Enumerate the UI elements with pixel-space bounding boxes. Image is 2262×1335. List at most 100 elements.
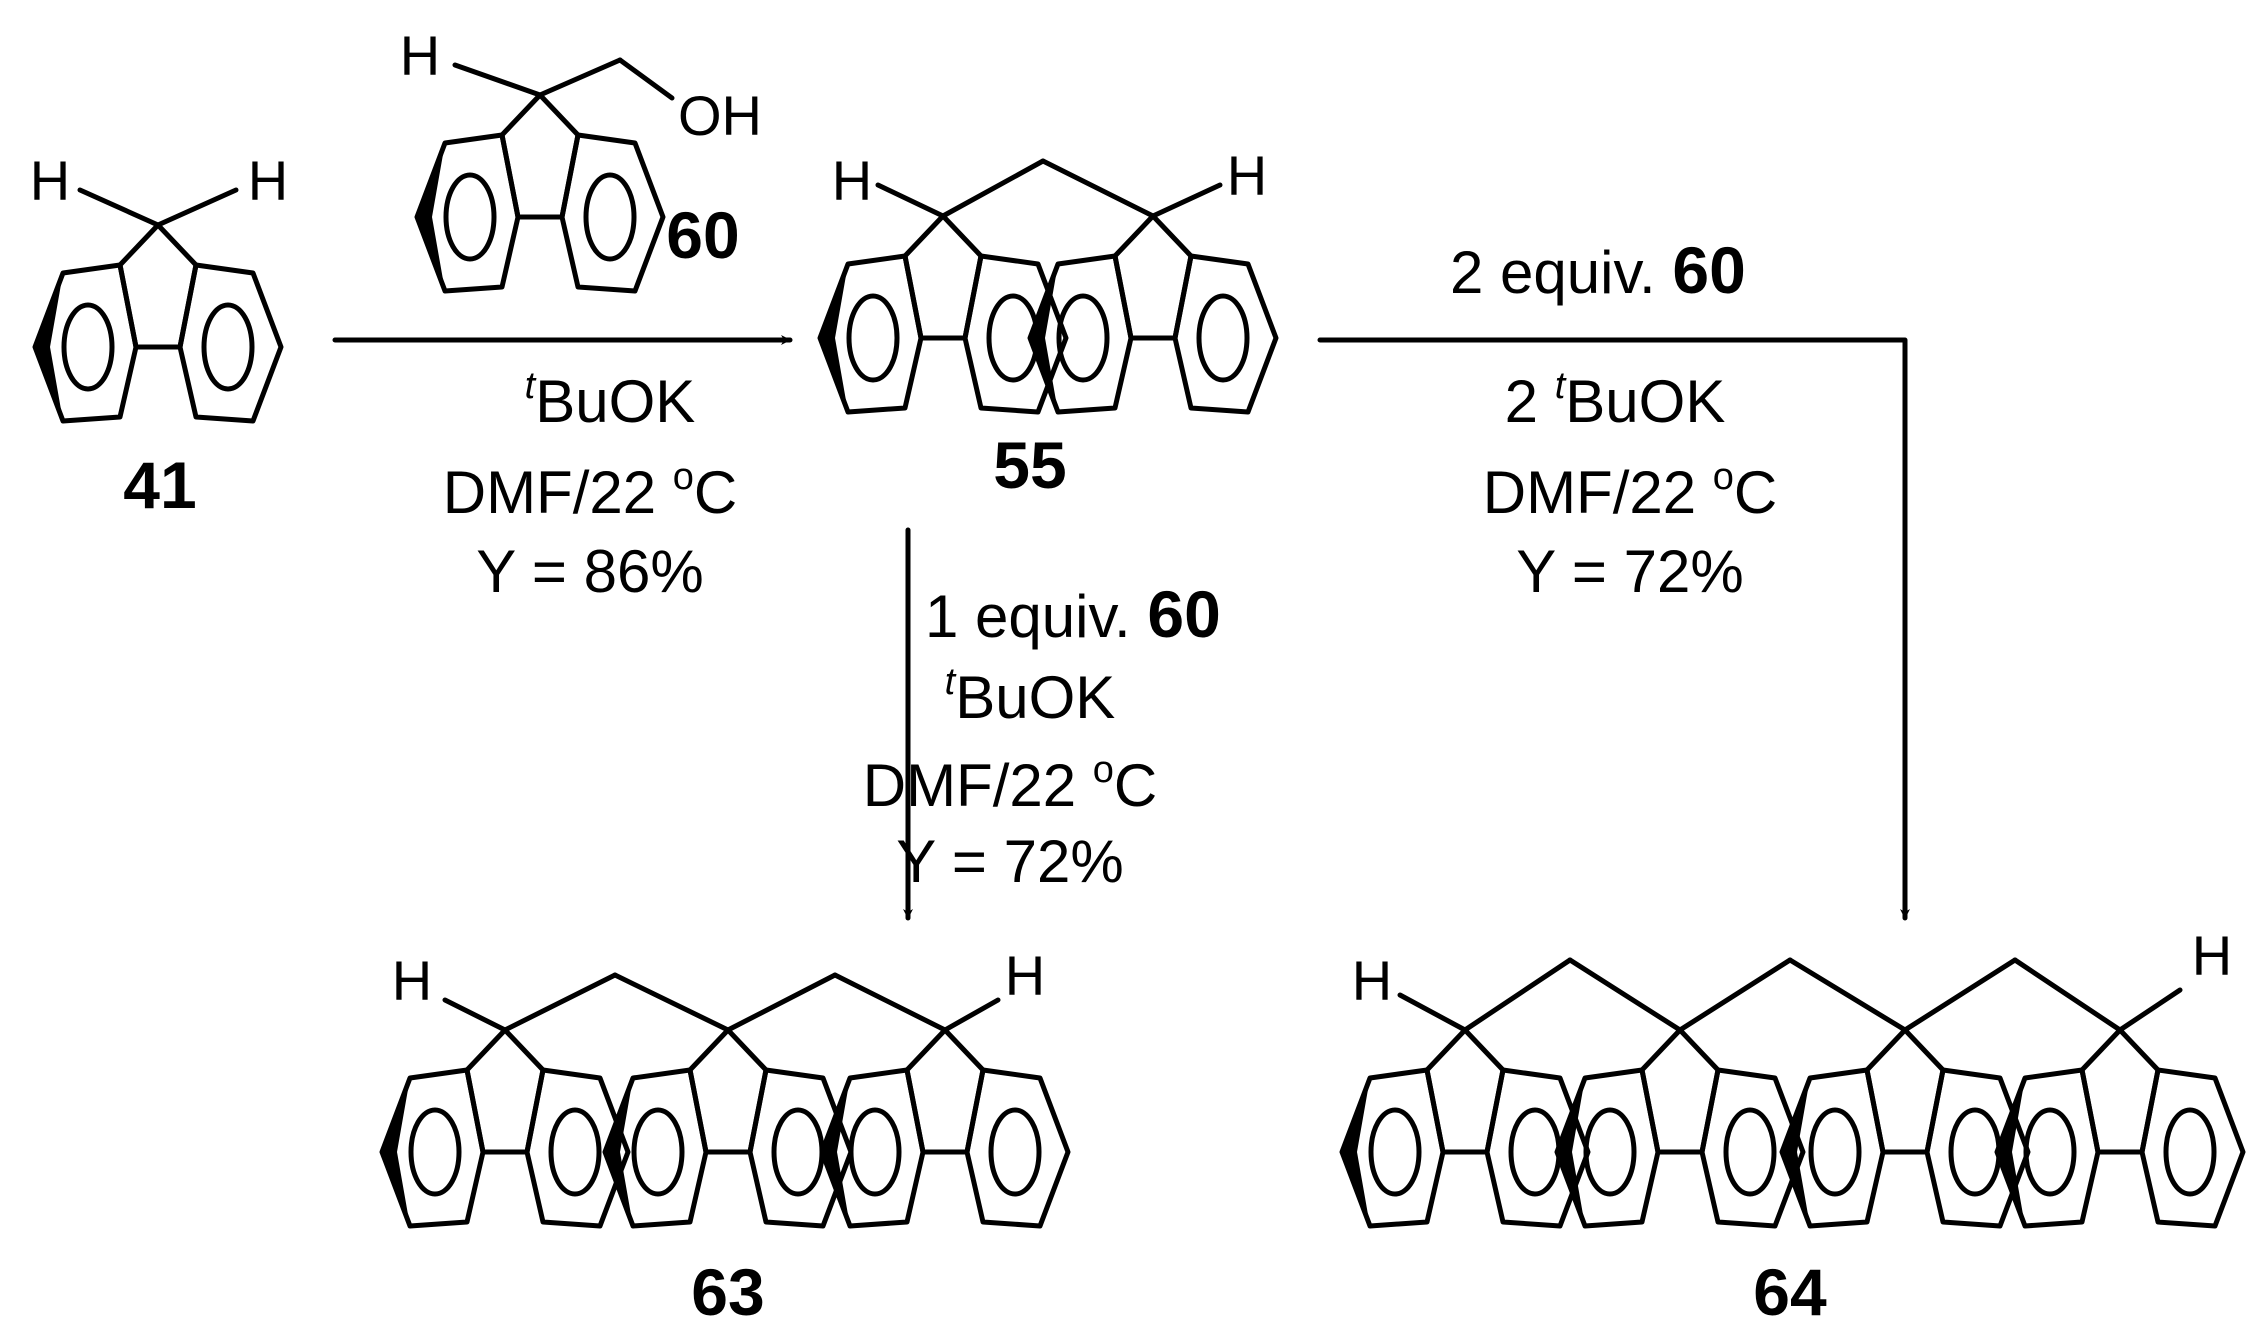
bond — [1567, 957, 1683, 1033]
base-label: 2 tBuOK — [1505, 365, 1726, 435]
five-membered-ring — [1112, 213, 1194, 341]
aromatic-circle — [1948, 1107, 2002, 1197]
aromatic-circle — [631, 1107, 685, 1197]
compound-41-structure: H H 41 — [30, 149, 288, 522]
compound-label-63: 63 — [691, 1255, 764, 1329]
conditions-label: DMF/22 oC — [1483, 456, 1778, 526]
bond — [612, 972, 731, 1033]
base-superscript: t — [945, 661, 957, 703]
fluorene-unit — [32, 222, 284, 424]
solvent-temp: DMF/22 — [863, 752, 1093, 819]
aromatic-circle — [988, 1107, 1042, 1197]
base-superscript: t — [1555, 365, 1567, 407]
atom-h: H — [832, 149, 872, 212]
yield-label: Y = 72% — [896, 828, 1123, 895]
bond — [442, 997, 508, 1033]
aromatic-circle — [61, 302, 115, 392]
base-name: BuOK — [1565, 368, 1725, 435]
aromatic-circle — [1368, 1107, 1422, 1197]
aromatic-circle — [1583, 1107, 1637, 1197]
bond — [537, 57, 623, 98]
fluorene-unit — [1339, 1027, 1591, 1229]
five-membered-ring — [1639, 1027, 1721, 1155]
bond — [1040, 158, 1156, 219]
reagent-amount: 2 equiv. — [1450, 239, 1672, 306]
aromatic-circle — [201, 302, 255, 392]
compound-55-structure: H H 55 — [817, 144, 1279, 502]
base-label: tBuOK — [945, 661, 1116, 731]
bond — [1902, 957, 2018, 1033]
atom-h: H — [2192, 924, 2232, 987]
base-label: tBuOK — [525, 365, 696, 435]
solvent-temp: DMF/22 — [1483, 459, 1713, 526]
base-name: BuOK — [535, 368, 695, 435]
yield-label: Y = 72% — [1516, 538, 1743, 605]
aromatic-circle — [583, 172, 637, 262]
fluorene-unit — [1994, 1027, 2246, 1229]
bond — [155, 187, 239, 228]
five-membered-ring — [902, 213, 984, 341]
conditions-label: DMF/22 oC — [863, 749, 1158, 819]
aromatic-circle — [1196, 293, 1250, 383]
five-membered-ring — [1424, 1027, 1506, 1155]
temp-unit: C — [694, 459, 737, 526]
fluorene-unit — [1554, 1027, 1806, 1229]
compound-64-structure: H H 64 — [1339, 924, 2246, 1329]
fluorene-unit — [1779, 1027, 2031, 1229]
base-name: BuOK — [955, 664, 1115, 731]
bond — [2012, 957, 2123, 1033]
five-membered-ring — [117, 222, 199, 350]
wedge-bond — [822, 1078, 850, 1226]
fluorene-unit — [817, 213, 1069, 415]
bond — [1150, 182, 1223, 219]
atom-h: H — [248, 149, 288, 212]
bond — [942, 997, 1001, 1033]
wedge-bond — [417, 143, 445, 291]
five-membered-ring — [464, 1027, 546, 1155]
reaction-arrow-3 — [1317, 337, 1910, 921]
fluorene-unit — [414, 92, 666, 294]
wedge-bond — [35, 273, 63, 421]
degree-superscript: o — [1093, 749, 1114, 791]
base-superscript: t — [525, 365, 537, 407]
aromatic-circle — [848, 1107, 902, 1197]
atom-h: H — [30, 149, 70, 212]
reagent-label: 1 equiv. 60 — [925, 577, 1221, 651]
aromatic-circle — [2163, 1107, 2217, 1197]
aromatic-circle — [846, 293, 900, 383]
fluorene-unit — [602, 1027, 854, 1229]
aromatic-circle — [1808, 1107, 1862, 1197]
atom-h: H — [1227, 144, 1267, 207]
atom-h: H — [1005, 944, 1045, 1007]
bond — [502, 972, 618, 1033]
five-membered-ring — [499, 92, 581, 220]
temp-unit: C — [1734, 459, 1777, 526]
wedge-bond — [1557, 1078, 1585, 1226]
aromatic-circle — [548, 1107, 602, 1197]
atom-oh: OH — [678, 84, 762, 147]
atom-h: H — [392, 949, 432, 1012]
compound-63-structure: H H 63 — [379, 944, 1071, 1329]
bond — [1787, 957, 1908, 1033]
benzene-ring — [1924, 1067, 2031, 1229]
benzene-ring — [1484, 1067, 1591, 1229]
wedge-bond — [1342, 1078, 1370, 1226]
wedge-bond — [1997, 1078, 2025, 1226]
compound-label-41: 41 — [123, 448, 196, 522]
degree-superscript: o — [1713, 456, 1734, 498]
temp-unit: C — [1114, 752, 1157, 819]
reaction-3-conditions: 2 equiv. 60 2 tBuOK DMF/22 oC Y = 72% — [1450, 233, 1777, 605]
bond — [940, 158, 1046, 219]
reagent-number: 60 — [1672, 233, 1745, 307]
bond — [1462, 957, 1573, 1033]
bond — [452, 62, 543, 98]
fluorene-unit — [819, 1027, 1071, 1229]
aromatic-circle — [771, 1107, 825, 1197]
reagent-number: 60 — [1147, 577, 1220, 651]
bond — [1397, 992, 1468, 1033]
five-membered-ring — [1864, 1027, 1946, 1155]
wedge-bond — [820, 264, 848, 412]
bond — [617, 57, 675, 101]
compound-label-64: 64 — [1753, 1255, 1827, 1329]
yield-label: Y = 86% — [476, 538, 703, 605]
